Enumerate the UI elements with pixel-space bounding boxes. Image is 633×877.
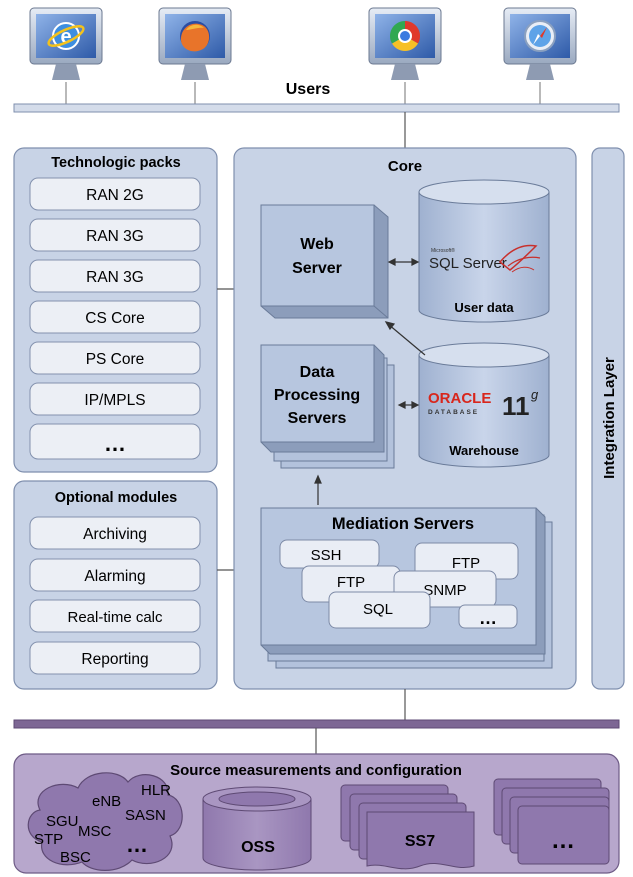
integration-layer-label: Integration Layer (601, 357, 618, 479)
oracle-version: 11 (502, 391, 530, 421)
svg-text:SQL: SQL (363, 601, 393, 618)
users-section: e (13, 7, 620, 148)
network-elements-cloud: HLR eNB SGU SASN MSC STP BSC … (27, 772, 183, 871)
protocol-badge: … (458, 604, 518, 629)
svg-text:CS Core: CS Core (85, 310, 144, 327)
svg-text:SSH: SSH (311, 547, 342, 564)
technologic-packs-panel: Technologic packs RAN 2G RAN 3G RAN 3G C… (13, 147, 218, 473)
core-title: Core (388, 158, 422, 175)
protocol-badge: SQL (328, 591, 431, 629)
pack-item: PS Core (29, 341, 201, 375)
pack-item: … (29, 423, 201, 460)
pack-item: RAN 2G (29, 177, 201, 211)
svg-text:FTP: FTP (452, 555, 480, 572)
svg-text:…: … (479, 608, 497, 628)
svg-text:MSC: MSC (78, 823, 112, 840)
more-sources-stack: … (493, 778, 610, 865)
svg-text:Servers: Servers (288, 410, 347, 427)
users-label: Users (286, 81, 331, 98)
svg-text:RAN 3G: RAN 3G (86, 269, 144, 286)
svg-text:OSS: OSS (241, 839, 275, 856)
svg-text:…: … (126, 832, 148, 857)
svg-text:…: … (104, 431, 126, 456)
svg-text:SNMP: SNMP (423, 582, 466, 599)
svg-text:SGU: SGU (46, 813, 79, 830)
module-item: Archiving (29, 516, 201, 550)
svg-text:Archiving: Archiving (83, 526, 147, 543)
ss7-stack: SS7 (340, 784, 475, 870)
web-server: Web Server (260, 204, 389, 319)
svg-text:e: e (60, 26, 71, 48)
svg-text:Reporting: Reporting (81, 651, 148, 668)
core-panel: Core Web Server Data Processing Servers … (233, 147, 577, 690)
user-data-database: Microsoft® SQL Server User data (418, 179, 550, 323)
data-processing-servers: Data Processing Servers (260, 344, 395, 469)
oracle-logo: ORACLE (428, 390, 491, 407)
svg-text:PS Core: PS Core (86, 351, 145, 368)
svg-text:SS7: SS7 (405, 833, 435, 850)
monitor-safari (503, 7, 577, 80)
warehouse-label: Warehouse (449, 443, 519, 458)
svg-text:HLR: HLR (141, 782, 171, 799)
monitor-chrome (368, 7, 442, 80)
svg-text:FTP: FTP (337, 574, 365, 591)
monitor-ie: e (29, 7, 103, 80)
protocol-badge: SSH (279, 539, 380, 569)
oracle-version-sup: g (531, 387, 539, 402)
svg-text:eNB: eNB (92, 793, 121, 810)
technologic-packs-title: Technologic packs (51, 155, 180, 171)
svg-text:Data: Data (300, 364, 335, 381)
svg-text:RAN 2G: RAN 2G (86, 187, 144, 204)
integration-layer: Integration Layer (591, 147, 625, 690)
module-item: Reporting (29, 641, 201, 675)
microsoft-label: Microsoft® (431, 247, 455, 254)
module-item: Real-time calc (29, 599, 201, 633)
pack-item: CS Core (29, 300, 201, 334)
svg-text:Alarming: Alarming (84, 568, 145, 585)
pack-item: RAN 3G (29, 259, 201, 293)
chrome-icon (389, 20, 421, 52)
safari-icon (524, 20, 556, 52)
users-bus (13, 103, 620, 113)
oracle-database-label: DATABASE (428, 409, 479, 416)
firefox-icon (180, 21, 210, 52)
core-arrows (314, 258, 426, 505)
source-title: Source measurements and configuration (170, 762, 462, 779)
optional-modules-panel: Optional modules Archiving Alarming Real… (13, 480, 218, 690)
warehouse-database: ORACLE DATABASE 11 g Warehouse (418, 342, 550, 468)
pack-item: IP/MPLS (29, 382, 201, 416)
svg-text:Server: Server (292, 260, 342, 277)
svg-text:Processing: Processing (274, 387, 360, 404)
svg-text:IP/MPLS: IP/MPLS (84, 392, 145, 409)
user-data-label: User data (454, 300, 514, 315)
svg-text:RAN 3G: RAN 3G (86, 228, 144, 245)
svg-text:Real-time calc: Real-time calc (67, 609, 163, 626)
optional-modules-title: Optional modules (55, 490, 177, 506)
internet-explorer-icon: e (47, 22, 85, 50)
svg-text:STP: STP (34, 831, 63, 848)
oss-database: OSS (202, 786, 312, 871)
panel-connectors (217, 288, 234, 571)
monitor-firefox (158, 7, 232, 80)
source-bus (13, 689, 620, 754)
pack-item: RAN 3G (29, 218, 201, 252)
sql-server-logo: SQL Server (429, 255, 507, 272)
svg-text:…: … (551, 827, 575, 854)
svg-text:BSC: BSC (60, 849, 91, 866)
mediation-servers: Mediation Servers SSH FTP FTP SNMP SQL … (260, 507, 553, 669)
protocol-badge: FTP (414, 542, 519, 580)
mediation-title: Mediation Servers (332, 515, 474, 533)
module-item: Alarming (29, 558, 201, 592)
svg-text:SASN: SASN (125, 807, 166, 824)
svg-text:Web: Web (300, 236, 334, 253)
source-panel: Source measurements and configuration HL… (13, 753, 620, 874)
sql-server-icon (498, 244, 541, 273)
